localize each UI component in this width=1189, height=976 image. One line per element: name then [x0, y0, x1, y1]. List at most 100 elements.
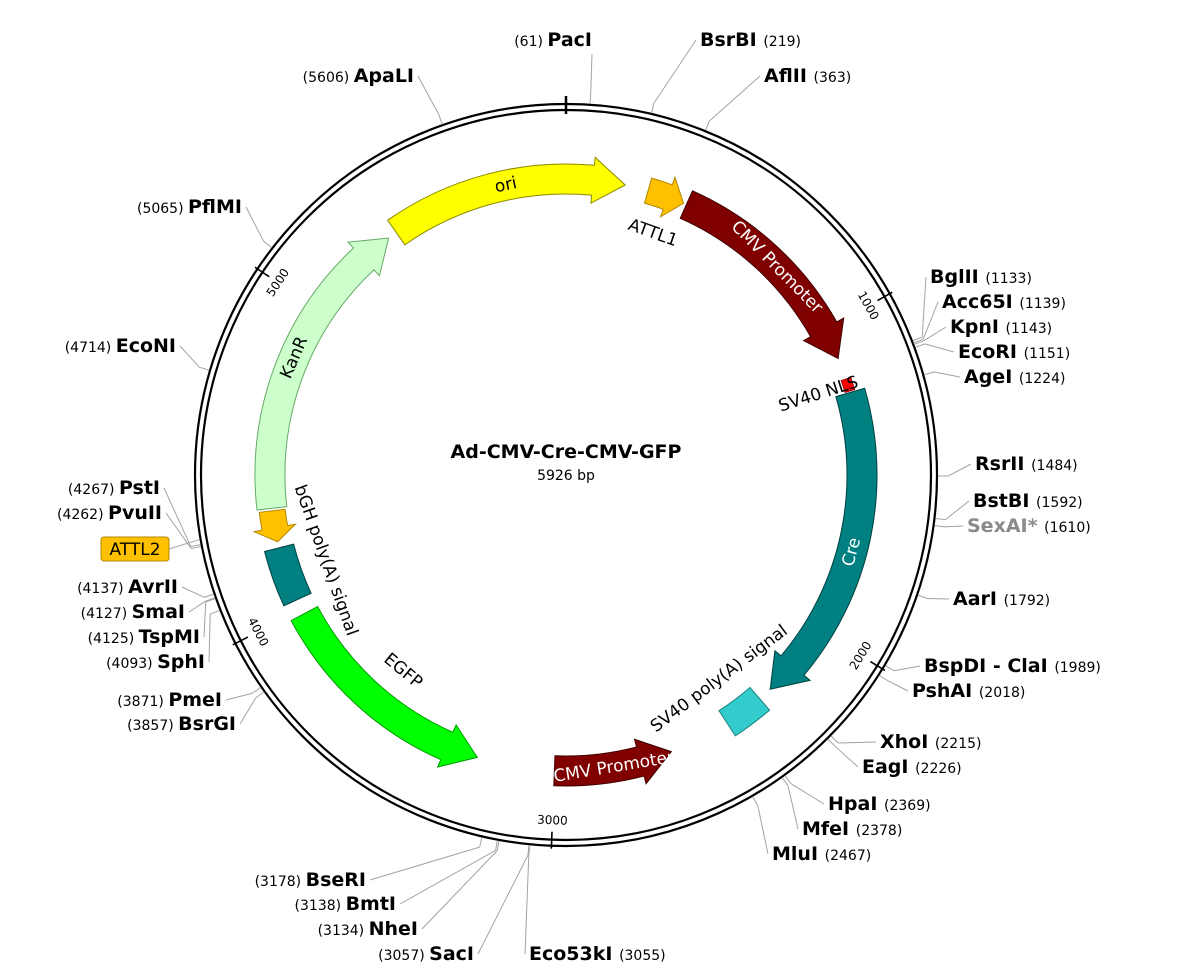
site-pflmi: (5065) PflMI [137, 196, 242, 218]
site-bmti: (3138) BmtI [295, 893, 396, 915]
site-position: (2467) [825, 848, 872, 864]
site-mlui: MluI (2467) [772, 843, 871, 865]
site-tick-acc65i [913, 338, 924, 344]
site-position: (1484) [1031, 458, 1078, 474]
site-leader-rsrii [947, 463, 972, 477]
site-tick-bglii [912, 336, 923, 342]
plasmid-center-label: Ad-CMV-Cre-CMV-GFP 5926 bp [451, 441, 682, 484]
site-name: AvrII [128, 576, 178, 598]
site-tick-mlui [752, 796, 759, 806]
plasmid-name: Ad-CMV-Cre-CMV-GFP [451, 441, 682, 463]
site-leader-hpai [790, 783, 825, 805]
site-name: ApaLI [354, 65, 414, 87]
tick-mark-2000 [869, 660, 886, 672]
site-name: KpnI [950, 316, 1006, 338]
site-hpai: HpaI (2369) [828, 793, 931, 815]
site-leader-eagi [834, 745, 859, 768]
site-eagi: EagI (2226) [862, 756, 962, 778]
feature-bgh-label: bGH poly(A) signal [290, 482, 362, 638]
site-pshai: PshAI (2018) [912, 680, 1025, 702]
site-position: (1592) [1036, 495, 1083, 511]
site-name: BsrBI [700, 29, 763, 51]
tick-label-5000: 5000 [264, 266, 293, 299]
site-smai: (4127) SmaI [81, 601, 185, 623]
feature-kanr-arrow [254, 237, 390, 511]
site-sexai: SexAI* (1610) [967, 515, 1091, 537]
site-econi: (4714) EcoNI [65, 335, 176, 357]
site-tick-hpai [784, 775, 792, 785]
site-name: BstBI [973, 490, 1036, 512]
site-leader-tspmi [203, 601, 207, 638]
tick-mark-4000 [232, 636, 249, 646]
site-name: TspMI [139, 626, 200, 648]
site-tick-pshai [879, 674, 889, 682]
site-name: Eco53kI [529, 943, 619, 965]
feature-attl2-badge: ATTL2 [100, 536, 170, 562]
site-aari: AarI (1792) [953, 588, 1050, 610]
site-tick-bspdi-clai [885, 665, 895, 672]
site-agei: AgeI (1224) [964, 366, 1065, 388]
site-position: (2226) [915, 761, 962, 777]
site-tick-smai [205, 597, 216, 602]
site-leader-ecori [924, 343, 955, 353]
tick-label-2000: 2000 [847, 639, 875, 672]
site-bsrbi: BsrBI (219) [700, 29, 801, 51]
site-tick-xhoi [830, 735, 839, 744]
site-name: PstI [119, 477, 160, 499]
site-position: (3871) [117, 694, 168, 710]
site-position: (1792) [1004, 593, 1051, 609]
site-kpni: KpnI (1143) [950, 316, 1052, 338]
site-name: NheI [369, 918, 418, 940]
site-bseri: (3178) BseRI [255, 869, 366, 891]
site-tick-pflmi [263, 241, 272, 248]
site-position: (3057) [378, 948, 429, 964]
feature-attl1-arrow [643, 175, 685, 218]
site-apali: (5606) ApaLI [303, 65, 414, 87]
site-leader-bseri [369, 846, 480, 881]
attl2-badge-text: ATTL2 [109, 540, 160, 560]
site-name: BspDI - ClaI [924, 655, 1054, 677]
site-pvuii: (4262) PvuII [57, 502, 162, 524]
site-leader-acc65i [922, 301, 939, 340]
site-leader-mfei [787, 785, 799, 830]
tick-mark-1000 [877, 291, 893, 302]
plasmid-length: 5926 bp [537, 468, 595, 484]
plasmid-backbone [193, 96, 939, 848]
site-leader-bsrbi [653, 39, 697, 104]
site-leader-pflmi [245, 206, 265, 242]
site-position: (4125) [88, 631, 139, 647]
site-tick-eagi [827, 738, 836, 747]
site-position: (2018) [979, 685, 1026, 701]
site-eco53ki: Eco53kI (3055) [529, 943, 666, 965]
site-name: EcoRI [958, 341, 1024, 363]
attl2-badge-bg [100, 536, 170, 562]
site-bspdi-clai: BspDI - ClaI (1989) [924, 655, 1101, 677]
site-position: (2378) [856, 823, 903, 839]
site-tick-mfei [781, 777, 789, 787]
site-position: (363) [814, 70, 852, 86]
tick-label-3000: 3000 [537, 813, 568, 828]
site-name: SmaI [132, 601, 185, 623]
site-paci: (61) PacI [514, 29, 592, 51]
site-position: (1989) [1054, 660, 1101, 676]
site-name: BseRI [306, 869, 366, 891]
site-bglii: BglII (1133) [930, 266, 1032, 288]
feature-cmv1-label: CMV Promoter [727, 217, 827, 318]
feature-bgh-arrow [263, 543, 312, 607]
site-position: (219) [763, 34, 801, 50]
feature-ori-label: ori [493, 173, 519, 197]
site-ecori: EcoRI (1151) [958, 341, 1070, 363]
feature-sv40pa-arrow [718, 686, 771, 737]
feature-egfp-label: EGFP [380, 649, 427, 692]
feature-egfp-arrow [290, 605, 479, 768]
site-name: SphI [157, 651, 205, 673]
site-name: HpaI [828, 793, 884, 815]
site-name: PshAI [912, 680, 979, 702]
site-rsrii: RsrII (1484) [975, 453, 1078, 475]
site-tick-sphi [210, 609, 220, 615]
site-leader-bmti [399, 850, 496, 905]
tick-label-4000: 4000 [245, 615, 271, 649]
site-leader-nhei [421, 850, 498, 930]
